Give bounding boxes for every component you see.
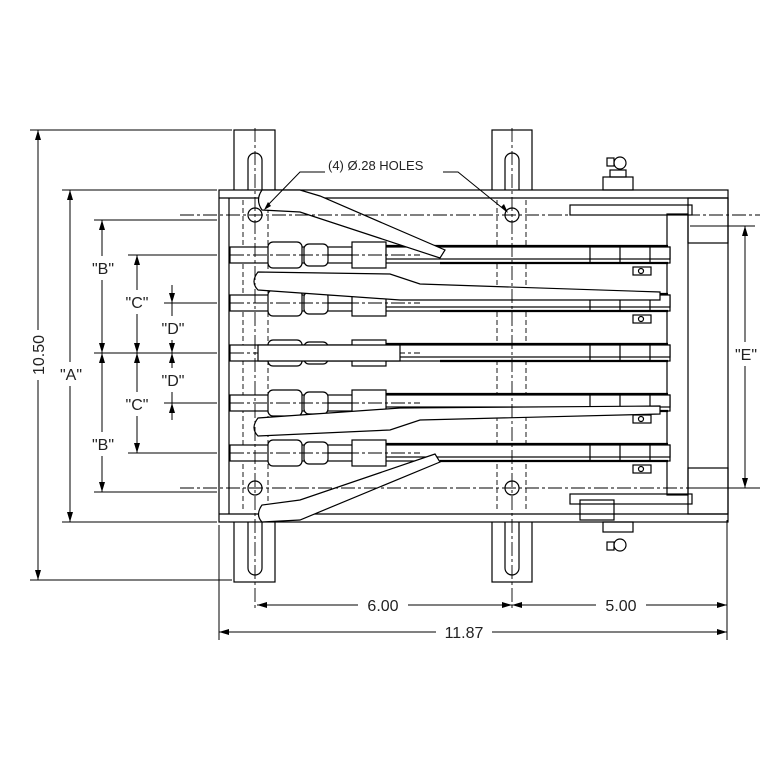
arrowhead [67, 512, 73, 522]
arrowhead [134, 443, 140, 453]
arrowhead [99, 220, 105, 230]
dim-c-bottom: "C" [126, 397, 149, 414]
holes-note-text: (4) Ø.28 HOLES [328, 158, 424, 173]
dim-d-bottom: "D" [162, 373, 185, 390]
arrowhead [502, 602, 512, 608]
arrowhead [169, 403, 175, 413]
arrowhead [169, 353, 175, 363]
dimension-arrows [35, 130, 748, 635]
grease-fitting-top [602, 156, 634, 191]
arrowhead [742, 478, 748, 488]
dim-b-bottom: "B" [92, 437, 114, 454]
centerlines [180, 128, 760, 610]
arrowhead [717, 602, 727, 608]
arrowhead [67, 190, 73, 200]
arrowhead [134, 343, 140, 353]
arm-rows [229, 189, 671, 523]
arrowhead [134, 353, 140, 363]
arrowhead [512, 602, 522, 608]
dim-overall-width: 11.87 [445, 625, 484, 642]
dim-overall-height: 10.50 [31, 335, 48, 375]
arrowhead [717, 629, 727, 635]
arrowhead [169, 343, 175, 353]
grease-fitting-bottom [579, 499, 634, 552]
arm-row [229, 439, 671, 474]
handle-lever [257, 189, 446, 259]
holes-note: (4) Ø.28 HOLES [264, 158, 508, 213]
arrowhead [257, 602, 267, 608]
arrowhead [35, 570, 41, 580]
dim-right-offset: 5.00 [605, 598, 636, 615]
arm-row [229, 241, 671, 276]
arrowhead [35, 130, 41, 140]
arrowhead [742, 226, 748, 236]
dim-hole-spacing: 6.00 [367, 598, 398, 615]
dimensions: 10.50 "A" "B" "B" "C" "C" "D" "D" "E" 6.… [26, 129, 762, 642]
arrowhead [219, 629, 229, 635]
arrowhead [99, 482, 105, 492]
arrowhead [99, 353, 105, 363]
dim-e: "E" [735, 347, 757, 364]
arrowhead [134, 255, 140, 265]
dim-b-top: "B" [92, 261, 114, 278]
dim-c-top: "C" [126, 295, 149, 312]
dim-d-top: "D" [162, 321, 185, 338]
handle-lever [257, 344, 401, 362]
dim-a: "A" [60, 367, 82, 384]
arrowhead [99, 343, 105, 353]
arrowhead [169, 293, 175, 303]
